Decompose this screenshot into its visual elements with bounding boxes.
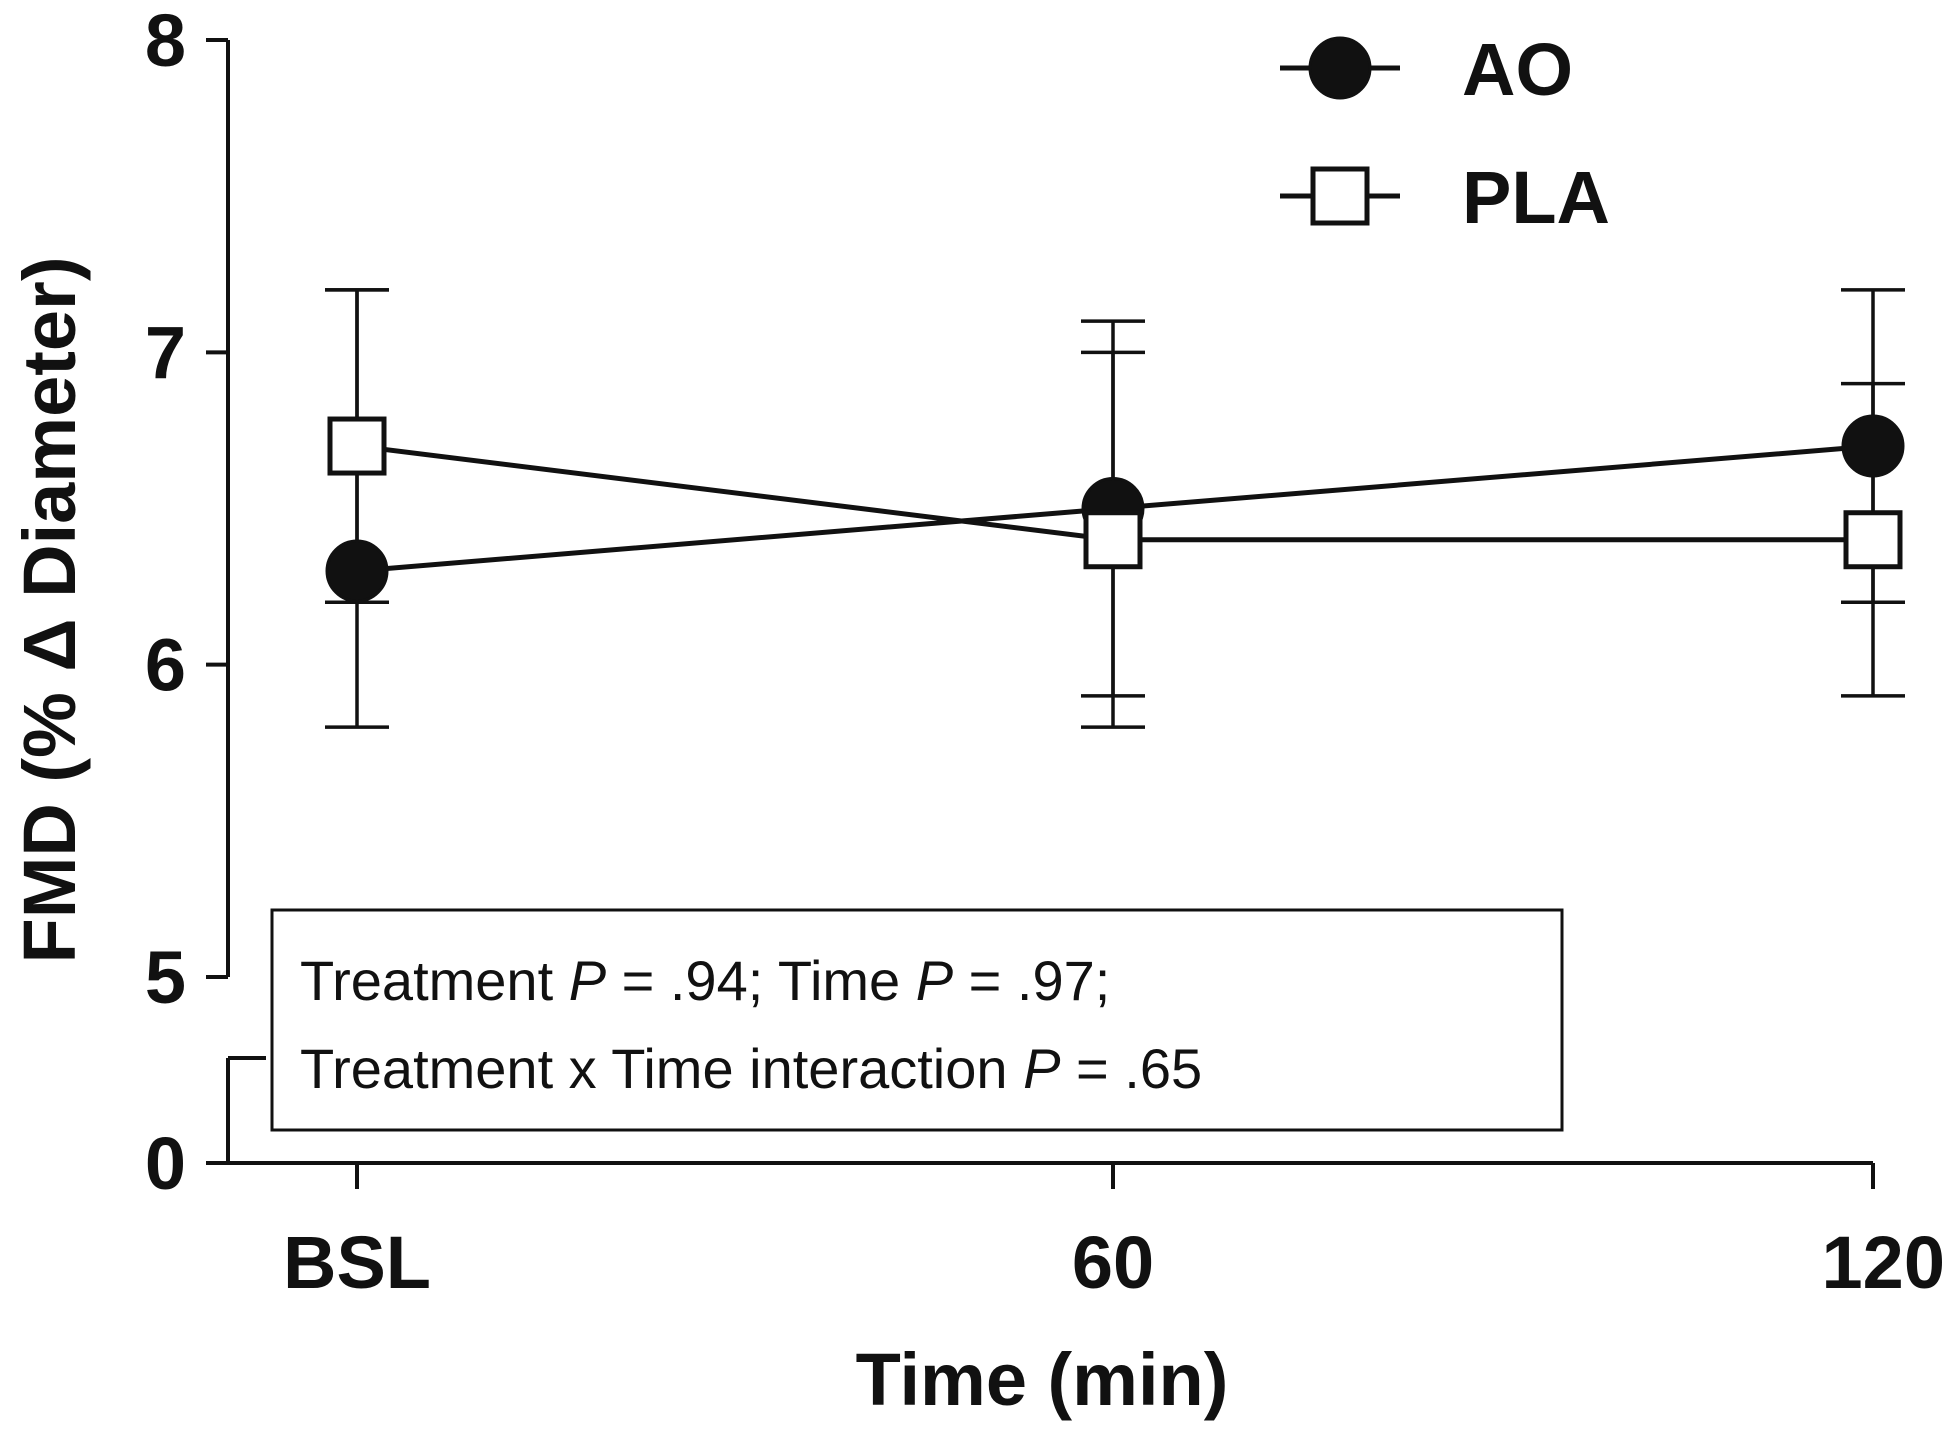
legend-item-pla: PLA xyxy=(1280,156,1610,239)
stats-text-segment: = .65 xyxy=(1060,1037,1202,1100)
stats-text-segment: = .94; Time xyxy=(606,949,916,1012)
y-axis-title: FMD (% Δ Diameter) xyxy=(8,257,91,964)
legend-item-ao: AO xyxy=(1280,28,1573,111)
stats-text-segment: Treatment xyxy=(300,949,569,1012)
p-value-symbol: P xyxy=(1023,1037,1060,1100)
y-tick-label: 7 xyxy=(145,311,186,394)
x-tick-label: BSL xyxy=(283,1221,431,1304)
x-tick-label: 120 xyxy=(1822,1221,1945,1304)
p-value-symbol: P xyxy=(916,949,953,1012)
stats-line-1: Treatment P = .94; Time P = .97; xyxy=(300,949,1110,1012)
stats-text-segment: Treatment x Time interaction xyxy=(300,1037,1023,1100)
series-pla-markers xyxy=(327,416,1903,570)
legend-label: AO xyxy=(1462,28,1573,111)
series-layer xyxy=(325,288,1905,729)
stats-line-2: Treatment x Time interaction P = .65 xyxy=(300,1037,1202,1100)
stats-annotation: Treatment P = .94; Time P = .97;Treatmen… xyxy=(270,908,1564,1132)
y-tick-label: 6 xyxy=(145,624,186,707)
x-tick-label: 60 xyxy=(1072,1221,1154,1304)
p-value-symbol: P xyxy=(569,949,606,1012)
y-tick-label: 0 xyxy=(145,1122,186,1205)
series-ao-markers xyxy=(325,414,1905,603)
y-tick-label: 8 xyxy=(145,0,186,82)
x-axis-title: Time (min) xyxy=(856,1338,1229,1421)
y-tick-label: 5 xyxy=(145,936,186,1019)
data-point-ao xyxy=(1841,414,1905,478)
legend-swatch-marker xyxy=(1310,166,1370,226)
data-point-pla xyxy=(1843,510,1903,570)
legend-label: PLA xyxy=(1462,156,1610,239)
legend: AO PLA xyxy=(1280,28,1610,239)
data-point-pla xyxy=(1083,510,1143,570)
stats-text-segment: = .97; xyxy=(953,949,1110,1012)
stats-box xyxy=(270,908,1564,1132)
legend-swatch-marker xyxy=(1308,36,1372,100)
data-point-ao xyxy=(325,539,389,603)
data-point-pla xyxy=(327,416,387,476)
